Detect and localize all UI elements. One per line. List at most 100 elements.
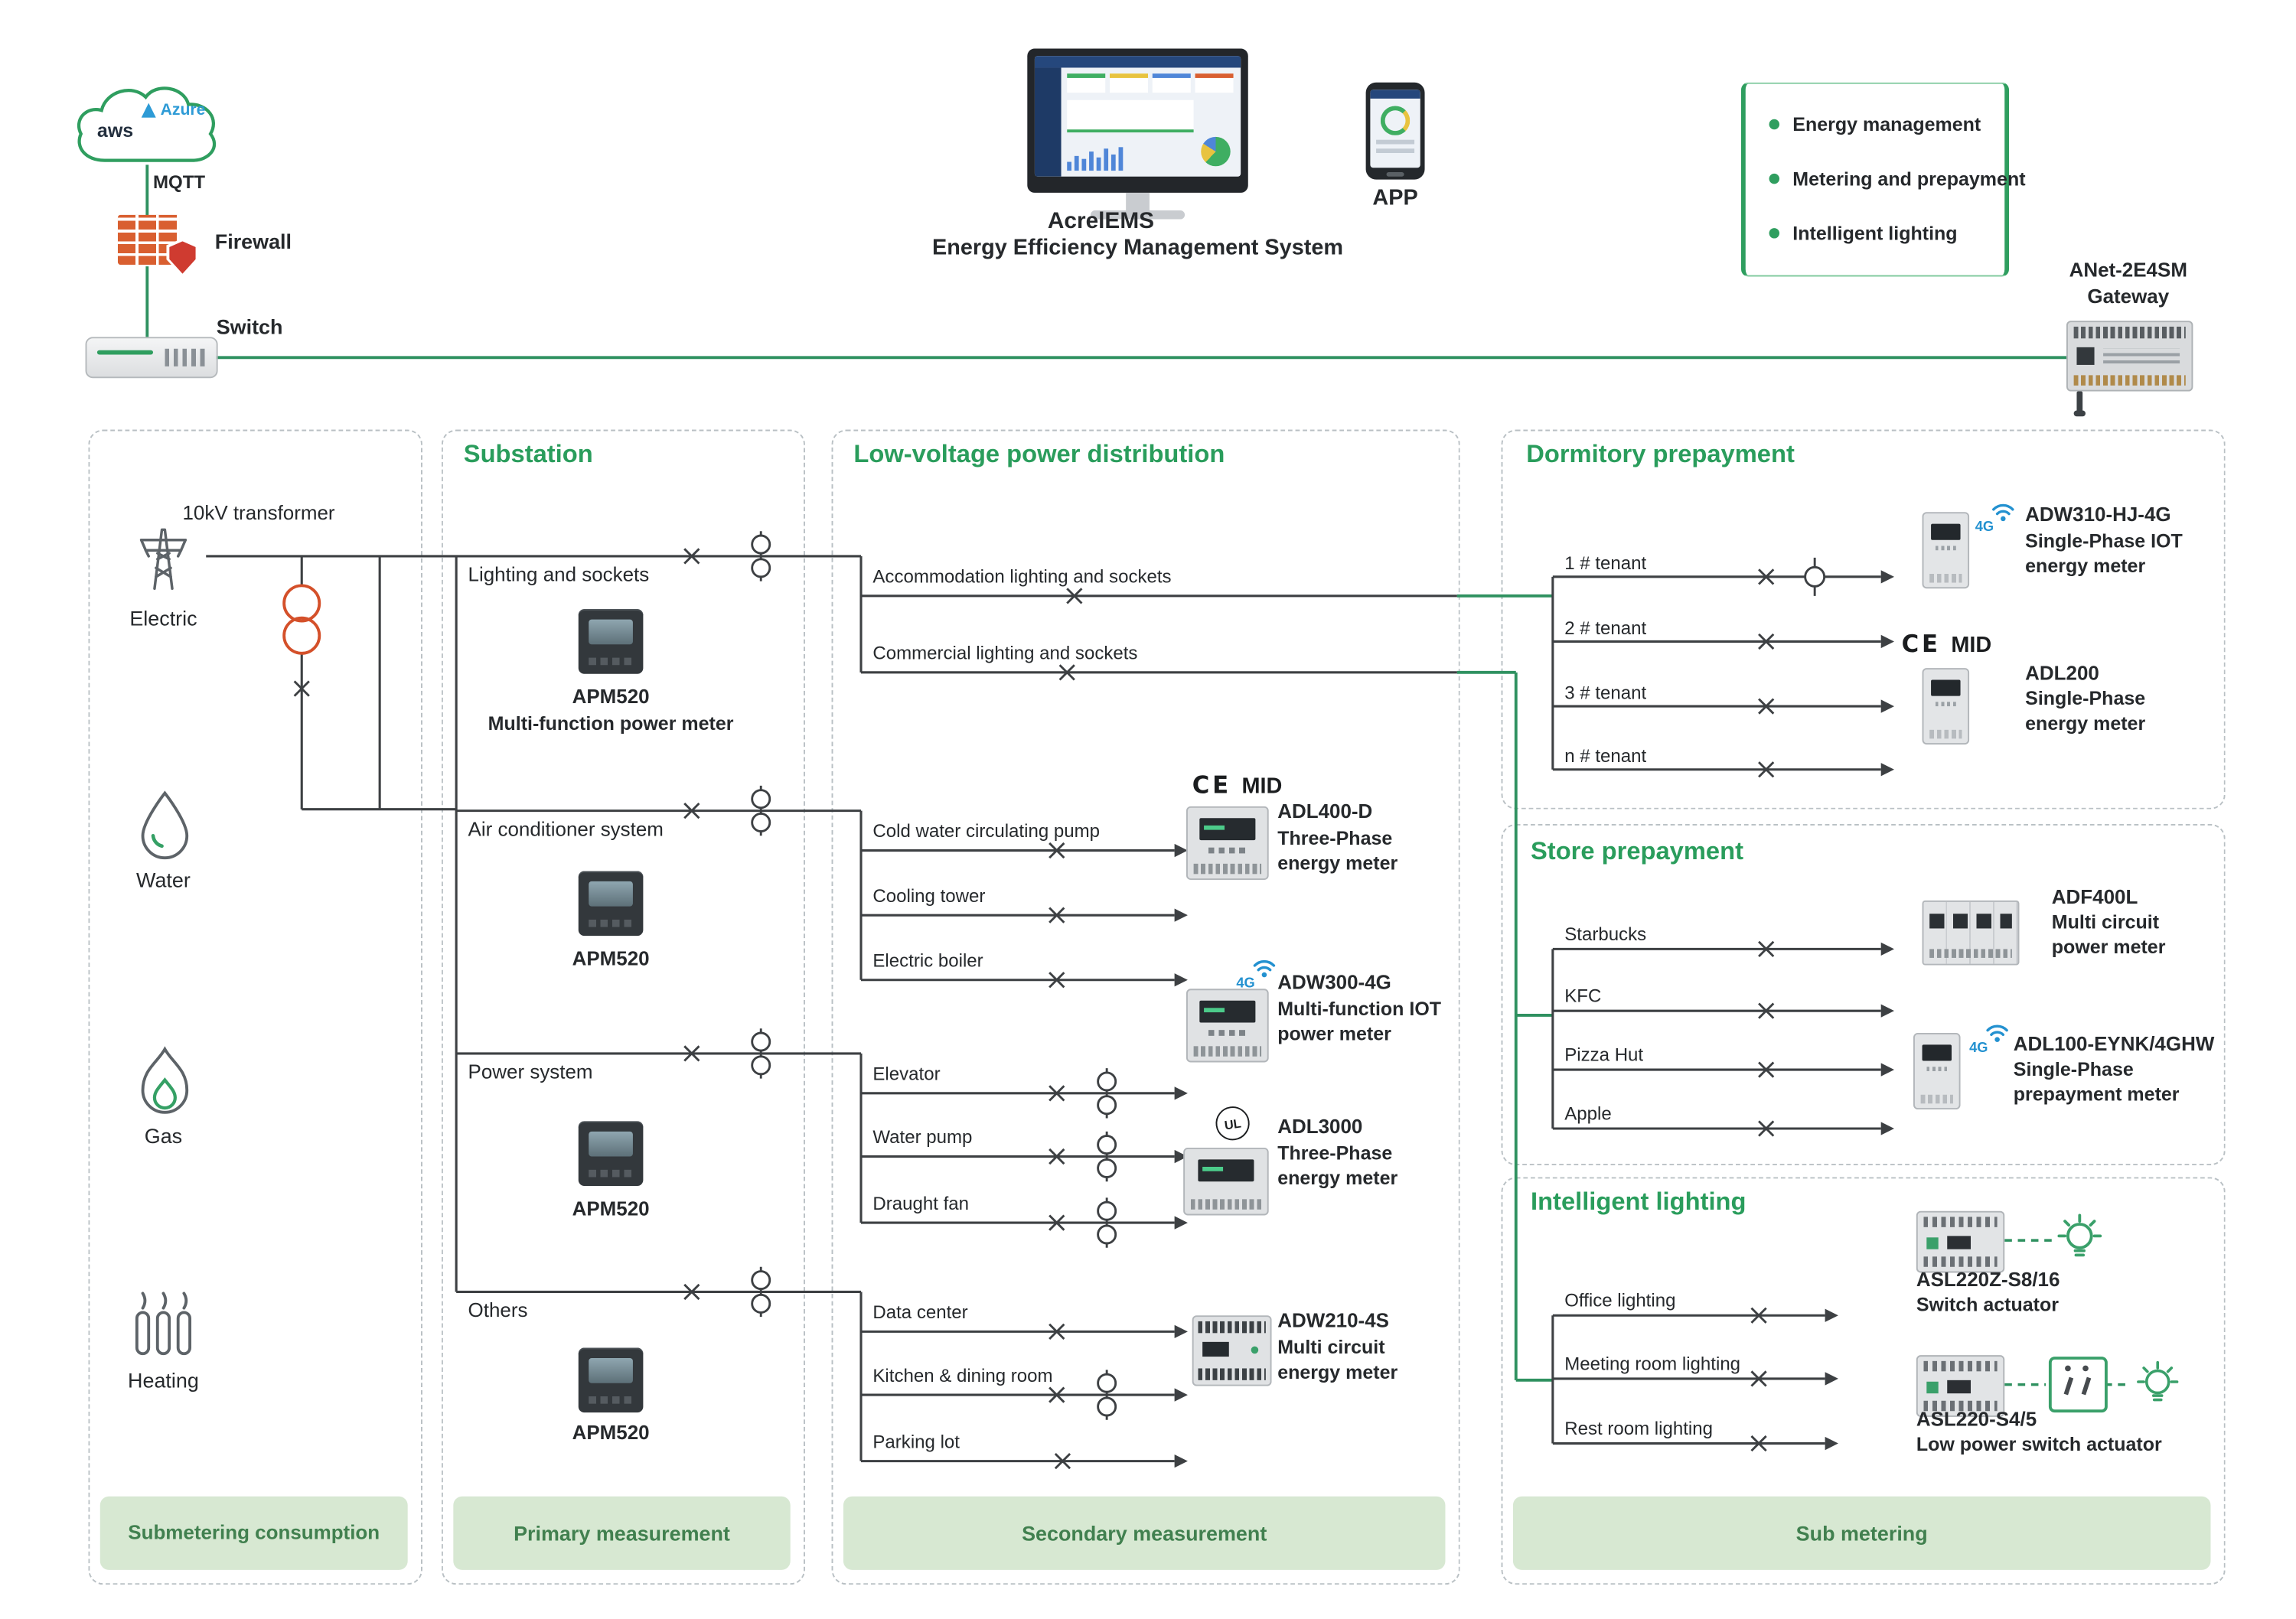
dashboard-header <box>1034 56 1241 68</box>
tenant-label: Starbucks <box>1564 924 1647 945</box>
phone-screen <box>1370 90 1420 168</box>
dashboard-cards <box>1067 73 1234 93</box>
network-lines <box>145 165 2069 1382</box>
gateway-label-lines <box>2103 348 2180 364</box>
panel-substation <box>441 429 805 1585</box>
4g-label: 4G <box>1236 976 1255 992</box>
monitor-icon <box>1027 48 1248 220</box>
branch-label: Elevator <box>872 1064 941 1085</box>
branch-label: Water pump <box>872 1127 973 1148</box>
phone-home-button <box>1386 172 1404 177</box>
meter-desc: energy meter <box>2025 555 2146 577</box>
footer-primary: Primary measurement <box>453 1496 791 1570</box>
switch-label: Switch <box>216 314 283 339</box>
source-label-heating: Heating <box>128 1368 199 1393</box>
footer-submetering-right: Sub metering <box>1512 1496 2211 1570</box>
meter-adl200-icon <box>1922 668 1970 745</box>
app-label: APP <box>1372 185 1418 211</box>
feature-item: Metering and prepayment <box>1769 168 2026 190</box>
gateway-terminals <box>2073 326 2186 339</box>
dashboard-bar-chart <box>1067 144 1161 171</box>
gateway-display <box>2076 347 2095 365</box>
phone-chart <box>1380 106 1411 135</box>
meter-desc: Single-Phase <box>2013 1057 2134 1080</box>
meter-adf400l-icon <box>1922 900 2020 966</box>
substation-row-label: Lighting and sockets <box>468 563 650 586</box>
panel-store <box>1501 823 2226 1166</box>
transformer-label: 10kV transformer <box>182 501 335 524</box>
meter-name: ADW310-HJ-4G <box>2025 503 2171 526</box>
features-box: Energy management Metering and prepaymen… <box>1741 82 2026 277</box>
meter-name: APM520 <box>572 1421 650 1444</box>
section-title-substation: Substation <box>463 440 593 468</box>
feature-item: Intelligent lighting <box>1769 222 1958 244</box>
meter-name: ADL100-EYNK/4GHW <box>2013 1033 2215 1055</box>
meter-adl100-icon <box>1913 1033 1961 1110</box>
dashboard-screen <box>1034 56 1241 177</box>
ce-mark: CE <box>1192 770 1231 800</box>
section-title-store: Store prepayment <box>1531 837 1743 865</box>
feature-label: Intelligent lighting <box>1792 222 1958 245</box>
monitor-stand <box>1126 192 1150 211</box>
meter-adl3000-icon <box>1183 1148 1269 1216</box>
tenant-label: KFC <box>1564 985 1602 1007</box>
source-label-gas: Gas <box>144 1124 183 1148</box>
meter-name: ADF400L <box>2051 885 2138 908</box>
source-label-water: Water <box>136 868 191 892</box>
light-bulb-icon <box>2055 1210 2105 1276</box>
4g-icon: 4G <box>1236 956 1277 992</box>
tenant-label: Apple <box>1564 1103 1612 1125</box>
meter-name: ADW210-4S <box>1277 1309 1389 1332</box>
meter-desc: energy meter <box>1277 852 1398 875</box>
ct-coils <box>751 534 1826 1417</box>
cloud-icon: aws Azure <box>67 70 227 176</box>
branch-label: Draught fan <box>872 1193 970 1214</box>
phone-icon <box>1365 82 1425 180</box>
azure-label: Azure <box>160 101 206 119</box>
footer-secondary: Secondary measurement <box>843 1496 1446 1570</box>
meter-apm520 <box>578 609 644 674</box>
meter-apm520 <box>578 871 644 937</box>
meter-adw300-icon <box>1186 989 1269 1063</box>
bullet-icon <box>1769 173 1780 184</box>
electric-tower-icon <box>129 521 197 599</box>
gateway-antenna <box>2073 391 2086 417</box>
monitor-frame <box>1027 48 1248 193</box>
system-subtitle: Energy Efficiency Management System <box>932 235 1344 261</box>
bullet-icon <box>1769 119 1780 130</box>
gateway-name: ANet-2E4SM <box>2069 259 2187 282</box>
substation-row-label: Power system <box>468 1060 593 1083</box>
footer-submetering: Submetering consumption <box>99 1496 408 1570</box>
bullet-icon <box>1769 228 1780 239</box>
meter-adw210-icon <box>1192 1315 1272 1386</box>
actuator-asl220z-icon <box>1916 1210 2005 1273</box>
firewall-icon <box>117 214 199 277</box>
meter-name: APM520 <box>572 947 650 970</box>
device-name: ASL220Z-S8/16 <box>1916 1268 2060 1291</box>
meter-desc: prepayment meter <box>2013 1083 2180 1106</box>
transformer-symbol <box>282 584 321 655</box>
switch-led-strip <box>96 350 154 355</box>
system-title: AcrelEMS <box>1047 209 1155 234</box>
branch-label: Meeting room lighting <box>1564 1354 1741 1375</box>
branch-label: Rest room lighting <box>1564 1418 1713 1439</box>
ce-mid-mark: CE MID <box>1902 630 1992 658</box>
meter-apm520 <box>578 1121 644 1187</box>
gas-flame-icon <box>135 1044 194 1129</box>
meter-desc: Multi-function IOT <box>1277 997 1442 1020</box>
tenant-label: 2 # tenant <box>1564 617 1647 639</box>
4g-label: 4G <box>1969 1040 1988 1057</box>
source-label-electric: Electric <box>129 606 197 630</box>
section-title-lighting: Intelligent lighting <box>1531 1187 1746 1216</box>
meter-desc: Multi circuit <box>2051 910 2160 933</box>
meter-name: ADL3000 <box>1277 1115 1363 1138</box>
substation-row-label: Others <box>468 1299 528 1321</box>
tenant-label: 1 # tenant <box>1564 553 1647 575</box>
tenant-label: n # tenant <box>1564 746 1647 767</box>
ce-mid-mark: CE MID <box>1192 771 1283 800</box>
meter-desc: energy meter <box>1277 1360 1398 1383</box>
panel-submetering <box>88 429 422 1585</box>
feature-label: Energy management <box>1792 113 1981 135</box>
